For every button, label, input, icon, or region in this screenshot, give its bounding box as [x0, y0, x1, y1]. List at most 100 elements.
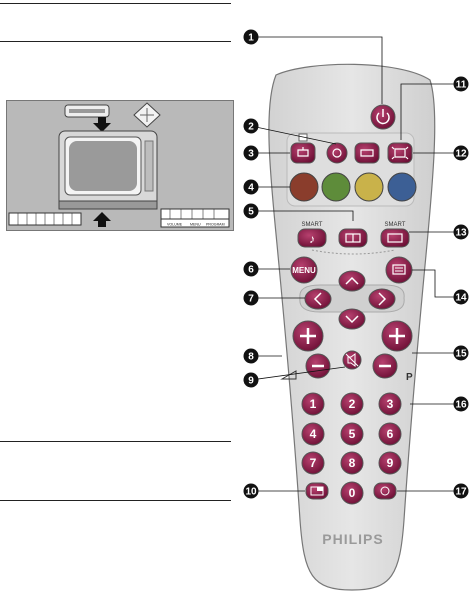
digit-key-3[interactable]: 3	[378, 392, 402, 416]
svg-text:4: 4	[248, 183, 254, 194]
svg-text:7: 7	[248, 294, 254, 305]
digit-key-8[interactable]: 8	[340, 451, 364, 475]
av-input-icon	[297, 147, 309, 157]
smart-picture-mode-button[interactable]	[380, 228, 410, 248]
svg-text:2: 2	[248, 122, 254, 133]
av-input-button[interactable]	[290, 142, 316, 164]
digit-key-label: 7	[310, 456, 317, 470]
callout-marker-2: 2	[243, 118, 259, 134]
chevron-up-icon	[345, 276, 359, 285]
smart-label-left: SMART	[302, 222, 323, 228]
section-rule-2	[0, 41, 231, 42]
menu-button[interactable]: MENU	[290, 256, 318, 284]
callout-marker-1: 1	[243, 29, 259, 45]
color-key-2[interactable]	[321, 172, 351, 202]
callout-marker-14: 14	[453, 289, 469, 305]
svg-text:9: 9	[248, 376, 254, 387]
program-down-button[interactable]	[372, 353, 398, 379]
program-label: P	[406, 372, 413, 383]
digit-key-label: 1	[310, 397, 317, 411]
callout-marker-15: 15	[453, 345, 469, 361]
callout-marker-4: 4	[243, 179, 259, 195]
svg-text:14: 14	[455, 293, 467, 304]
digit-key-7[interactable]: 7	[301, 451, 325, 475]
color-key-1[interactable]	[289, 172, 319, 202]
callout-marker-12: 12	[453, 145, 469, 161]
svg-text:10: 10	[245, 487, 257, 498]
digit-key-label: 8	[349, 456, 356, 470]
smart-label-right: SMART	[385, 222, 406, 228]
svg-text:3: 3	[248, 149, 254, 160]
digit-key-5[interactable]: 5	[340, 422, 364, 446]
brand-logo: PHILIPS	[322, 531, 383, 547]
chevron-left-icon	[313, 292, 322, 306]
callout-marker-5: 5	[243, 203, 259, 219]
smart-sound-button[interactable]: ♪	[297, 228, 327, 248]
section-rule-3	[0, 441, 231, 442]
digit-key-1[interactable]: 1	[301, 392, 325, 416]
svg-text:15: 15	[455, 349, 467, 360]
program-up-button[interactable]	[381, 320, 413, 352]
digit-key-label: 4	[310, 427, 317, 441]
tv-screen	[69, 141, 137, 191]
callout-marker-6: 6	[243, 261, 259, 277]
digit-key-9[interactable]: 9	[378, 451, 402, 475]
callout-marker-16: 16	[453, 396, 469, 412]
digit-key-label: 5	[349, 427, 356, 441]
zoom-button[interactable]	[387, 142, 413, 164]
arrow-up-icon	[93, 212, 111, 227]
digit-key-label: 9	[387, 456, 394, 470]
color-key-4[interactable]	[387, 172, 417, 202]
panel-label-volume: VOLUME	[167, 223, 183, 227]
svg-text:13: 13	[455, 228, 467, 239]
digit-key-4[interactable]: 4	[301, 422, 325, 446]
callout-marker-3: 3	[243, 145, 259, 161]
svg-text:16: 16	[455, 400, 467, 411]
panel-label-menu: MENU	[190, 223, 201, 227]
callout-marker-10: 10	[243, 483, 259, 499]
callout-marker-11: 11	[453, 76, 469, 92]
smart-picture-button[interactable]	[326, 142, 348, 164]
callout-marker-8: 8	[243, 348, 259, 364]
cursor-down-button[interactable]	[338, 308, 366, 330]
volume-down-button[interactable]	[305, 353, 331, 379]
digit-key-2[interactable]: 2	[340, 392, 364, 416]
mute-button[interactable]	[342, 350, 362, 370]
section-rule-1	[0, 3, 231, 4]
callout-marker-17: 17	[453, 483, 469, 499]
digit-key-6[interactable]: 6	[378, 422, 402, 446]
plus-icon	[389, 328, 405, 344]
digit-key-label: 6	[387, 427, 394, 441]
power-button[interactable]	[370, 104, 396, 130]
dual-screen-button[interactable]	[338, 228, 368, 248]
screen-format-button[interactable]	[354, 142, 380, 164]
pip-button[interactable]	[305, 482, 329, 500]
teletext-button[interactable]	[385, 256, 413, 284]
callout-marker-9: 9	[243, 372, 259, 388]
color-key-3[interactable]	[354, 172, 384, 202]
cursor-up-button[interactable]	[338, 270, 366, 292]
music-note-icon: ♪	[309, 232, 315, 246]
section-rule-4	[0, 500, 231, 501]
callout-marker-7: 7	[243, 290, 259, 306]
mute-icon	[345, 353, 359, 367]
arrow-down-icon	[93, 117, 111, 132]
digit-key-label: 2	[349, 397, 356, 411]
svg-text:5: 5	[248, 207, 254, 218]
cursor-right-button[interactable]	[368, 288, 396, 310]
chevron-right-icon	[378, 292, 387, 306]
chevron-down-icon	[345, 315, 359, 324]
digit-key-0[interactable]: 0	[340, 481, 364, 505]
tv-illustration: VOLUME MENU PROGRAM	[6, 100, 234, 231]
info-button[interactable]	[373, 482, 397, 500]
volume-up-button[interactable]	[292, 320, 324, 352]
digit-key-label: 0	[349, 486, 356, 500]
menu-button-label: MENU	[292, 266, 316, 275]
callout-marker-13: 13	[453, 224, 469, 240]
svg-text:11: 11	[456, 80, 467, 91]
cursor-left-button[interactable]	[304, 288, 332, 310]
svg-text:8: 8	[248, 352, 254, 363]
svg-text:1: 1	[248, 33, 254, 44]
svg-text:12: 12	[455, 149, 467, 160]
digit-key-label: 3	[387, 397, 394, 411]
